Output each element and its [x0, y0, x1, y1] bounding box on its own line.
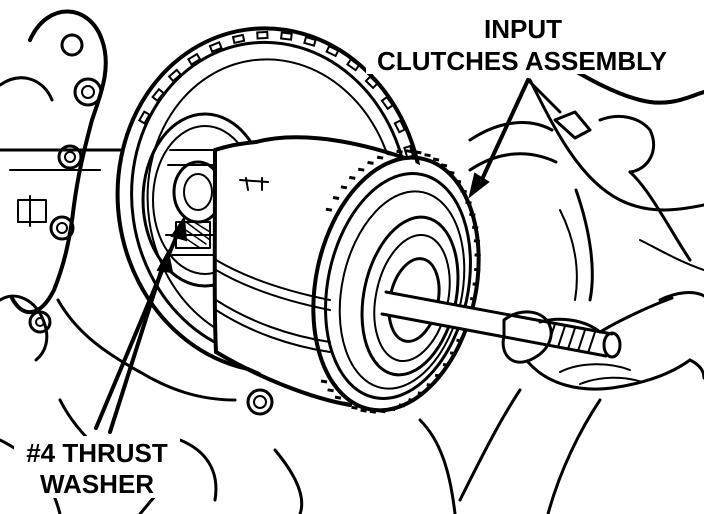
drum-tooth: [442, 363, 450, 367]
drum-tooth: [456, 338, 463, 343]
input-clutches-label-line2: CLUTCHES ASSEMBLY: [377, 46, 667, 76]
housing-slot: [208, 41, 223, 53]
housing-slot: [345, 58, 361, 72]
drum-tooth: [415, 150, 422, 155]
drum-tooth: [334, 395, 342, 400]
drum-tooth: [398, 403, 406, 408]
drum-tooth: [367, 160, 374, 165]
input-label-bg: [448, 14, 540, 42]
housing-slot: [325, 44, 340, 58]
drum-tooth: [469, 297, 477, 301]
drum-tooth: [340, 185, 348, 190]
drum-tooth: [320, 379, 328, 384]
drum-tooth: [449, 351, 457, 356]
drum-tooth: [351, 405, 358, 410]
housing-slot: [380, 95, 395, 111]
drum-tooth: [379, 409, 386, 414]
drum-tooth: [376, 155, 384, 160]
drum-tooth: [360, 408, 367, 413]
drum-tooth: [369, 409, 377, 414]
drum-tooth: [388, 407, 396, 412]
input-clutches-label-line1: INPUT: [484, 14, 562, 44]
drum-tooth: [424, 153, 431, 158]
housing-slot: [186, 52, 202, 66]
drum-tooth: [465, 200, 472, 205]
drum-tooth: [417, 391, 425, 396]
drum-tooth: [434, 373, 442, 378]
drum-tooth: [472, 282, 479, 287]
drum-tooth: [405, 149, 413, 154]
housing-slot: [364, 75, 379, 90]
drum-tooth: [342, 401, 350, 406]
washer-label-bg: [14, 436, 180, 498]
drum-tooth: [349, 175, 356, 180]
drum-face: [311, 155, 481, 413]
case-bolt-holes: [28, 33, 274, 416]
drum-tooth: [327, 388, 334, 393]
housing-slot: [303, 35, 317, 47]
housing-slot: [151, 87, 166, 103]
drum-tooth: [408, 398, 415, 403]
drum-tooth: [386, 151, 394, 156]
drum-tooth: [474, 253, 481, 258]
housing-slot: [279, 31, 293, 41]
drum-tooth: [473, 239, 481, 244]
drum-tooth: [471, 225, 479, 230]
housing-slot: [137, 110, 151, 125]
thrust-washer-label-line1: #4 THRUST: [26, 438, 168, 468]
drum-tooth: [325, 207, 333, 212]
housing-slot: [167, 68, 183, 83]
drum-teeth: [320, 149, 481, 414]
hand: [458, 291, 704, 514]
drum-tooth: [440, 163, 448, 168]
thrust-washer-label-line2: WASHER: [40, 469, 154, 499]
housing-slot: [393, 119, 407, 134]
drum-tooth: [454, 179, 462, 184]
drum-tooth: [396, 149, 403, 154]
housing-slot: [231, 33, 246, 45]
drum-tooth: [432, 157, 440, 162]
clutches-label-bg: [366, 42, 680, 74]
clutch-drum: [212, 135, 468, 420]
housing-slot: [256, 30, 269, 40]
input-clutches-arrow: [468, 78, 562, 199]
drum-tooth: [426, 383, 433, 388]
drum-tooth: [357, 167, 365, 172]
thrust-washer-arrows: [94, 215, 188, 434]
input-shaft: [380, 290, 622, 359]
drum-tooth: [448, 170, 455, 175]
drum-tooth: [460, 189, 467, 194]
drum-tooth: [469, 212, 476, 217]
drum-tooth: [332, 196, 340, 200]
drum-tooth: [473, 267, 481, 272]
right-case-structure: [418, 38, 704, 514]
